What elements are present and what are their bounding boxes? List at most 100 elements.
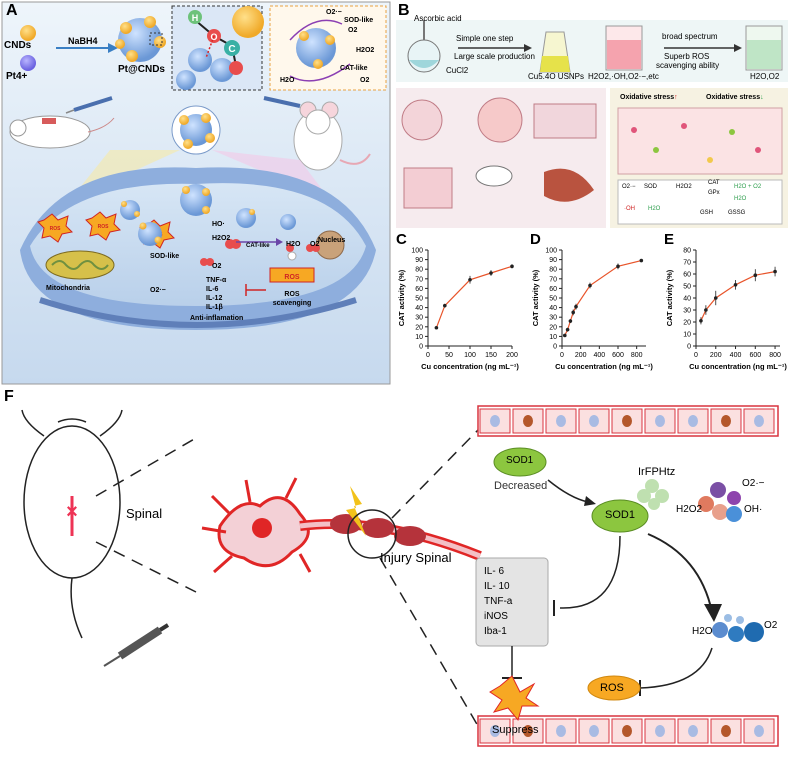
membrane: [39, 297, 357, 328]
fit-curve: [564, 260, 642, 336]
b-path-h2o2: H2O2: [676, 184, 692, 190]
vessel-nucleus: [523, 415, 533, 427]
yellow-vial-icon: [539, 31, 571, 73]
b-path-h2o: H2O: [734, 196, 747, 202]
legend-pt: Pt4+: [6, 71, 28, 82]
flask-icon: [407, 20, 441, 73]
f-decreased-label: Decreased: [494, 480, 548, 492]
rx-o2m: O2·−: [326, 9, 342, 16]
red-beaker-icon: [605, 25, 643, 71]
f-oh-label: OH·: [744, 504, 763, 515]
y-tick-label: 80: [683, 248, 691, 255]
panel-f-label: F: [4, 388, 14, 405]
green-beaker-icon: [745, 25, 783, 71]
data-point: [443, 303, 447, 308]
cell-nucleus-label: Nucleus: [318, 237, 345, 244]
center-cluster: [179, 113, 215, 149]
cell-anti-label: Anti-inflamation: [190, 315, 243, 322]
y-tick-label: 60: [683, 272, 691, 279]
atom-c: C: [228, 44, 235, 55]
data-point: [568, 319, 573, 323]
vessel-nucleus: [688, 415, 698, 427]
f-ros-label: ROS: [600, 682, 624, 694]
vessel-nucleus: [721, 725, 731, 737]
x-tick-label: 200: [575, 352, 587, 359]
suppress-burst-icon: [489, 675, 540, 722]
data-point: [571, 310, 575, 315]
b-path-cat: CAT: [708, 180, 720, 186]
b-step1-b: Large scale production: [454, 52, 535, 61]
mouse-left-icon: [9, 115, 115, 149]
cell-cytokine-1: IL-6: [206, 286, 219, 293]
data-point: [733, 283, 738, 287]
b-stress-up-text: Oxidative stress: [620, 94, 675, 101]
cell-particles: [120, 184, 320, 266]
nucleus-icon: [315, 230, 345, 260]
cnd-legend-dot: [20, 25, 36, 41]
stress-dots: [631, 123, 761, 163]
x-tick-label: 400: [730, 352, 742, 359]
y-tick-label: 50: [415, 296, 423, 303]
data-point: [753, 273, 758, 277]
f-sod1-decreased: SOD1: [506, 455, 534, 466]
f-cytokine-4: Iba-1: [484, 626, 507, 637]
ros-scavenge-badge: [269, 267, 315, 283]
y-tick-label: 50: [683, 284, 691, 291]
y-tick-label: 90: [549, 257, 557, 264]
x-tick-label: 0: [560, 352, 564, 359]
y-tick-label: 70: [549, 276, 557, 283]
ros-scavenge-badge-label: ROS: [284, 274, 300, 281]
vessel-nucleus: [556, 725, 566, 737]
data-point: [563, 333, 567, 338]
f-o2m-label: O2·−: [742, 478, 765, 489]
y-tick-label: 80: [549, 267, 557, 274]
ros-badge-2: ROS: [98, 224, 110, 230]
chart-panel-label: C: [396, 231, 407, 248]
b-path-h2o-2: H2O: [648, 206, 661, 212]
sod1-decreased-node: [493, 447, 547, 477]
arrow-up-icon: ↑: [674, 94, 678, 101]
f-cytokine-3: iNOS: [484, 611, 508, 622]
x-tick-label: 200: [710, 352, 722, 359]
data-point: [489, 271, 493, 275]
b-path-gpx: GPx: [708, 190, 720, 196]
b-stress-down: Oxidative stress↓: [706, 94, 764, 101]
vessel-nucleus: [589, 415, 599, 427]
x-tick-label: 0: [426, 352, 430, 359]
x-tick-label: 800: [631, 352, 643, 359]
cell-cytokine-3: IL-1β: [206, 304, 223, 311]
y-tick-label: 40: [415, 305, 423, 312]
vessel-nucleus: [589, 725, 599, 737]
x-tick-label: 0: [694, 352, 698, 359]
data-point: [565, 327, 570, 332]
y-axis-label: CAT activity (%): [397, 269, 406, 326]
syringe-right-icon: [263, 96, 301, 108]
panel-b: B Ascorbic acid CuCl2 Simple one step La…: [394, 0, 790, 232]
y-tick-label: 10: [549, 334, 557, 341]
arrow-down-icon: ↓: [760, 94, 764, 101]
b-step1-a: Simple one step: [456, 34, 514, 43]
legend-cnds: CNDs: [4, 40, 32, 51]
y-tick-label: 30: [683, 308, 691, 315]
data-point: [510, 264, 514, 269]
y-tick-label: 10: [683, 332, 691, 339]
syringe-f-icon: [103, 623, 170, 667]
b-step2-b: Superb ROS: [664, 52, 710, 61]
mouse-f-icon: [21, 409, 123, 639]
y-axis-label: CAT activity (%): [665, 269, 674, 326]
vessel-bottom: [477, 715, 779, 747]
x-tick-label: 600: [612, 352, 624, 359]
y-tick-label: 70: [415, 276, 423, 283]
b-path-sod: SOD: [644, 184, 658, 190]
vessel-nucleus: [721, 415, 731, 427]
y-tick-label: 20: [549, 324, 557, 331]
y-tick-label: 90: [415, 257, 423, 264]
f-cytokine-1: IL- 10: [484, 581, 510, 592]
rx-sod: SOD-like: [344, 17, 373, 24]
vessel-nucleus: [655, 415, 665, 427]
rx-o2-2: O2: [360, 77, 369, 84]
panel-a-diagram: H O C O2·− SOD-like O2 H2O2 CAT-like H2O…: [1, 1, 391, 385]
cell-scav-line1: ROS: [284, 291, 300, 298]
